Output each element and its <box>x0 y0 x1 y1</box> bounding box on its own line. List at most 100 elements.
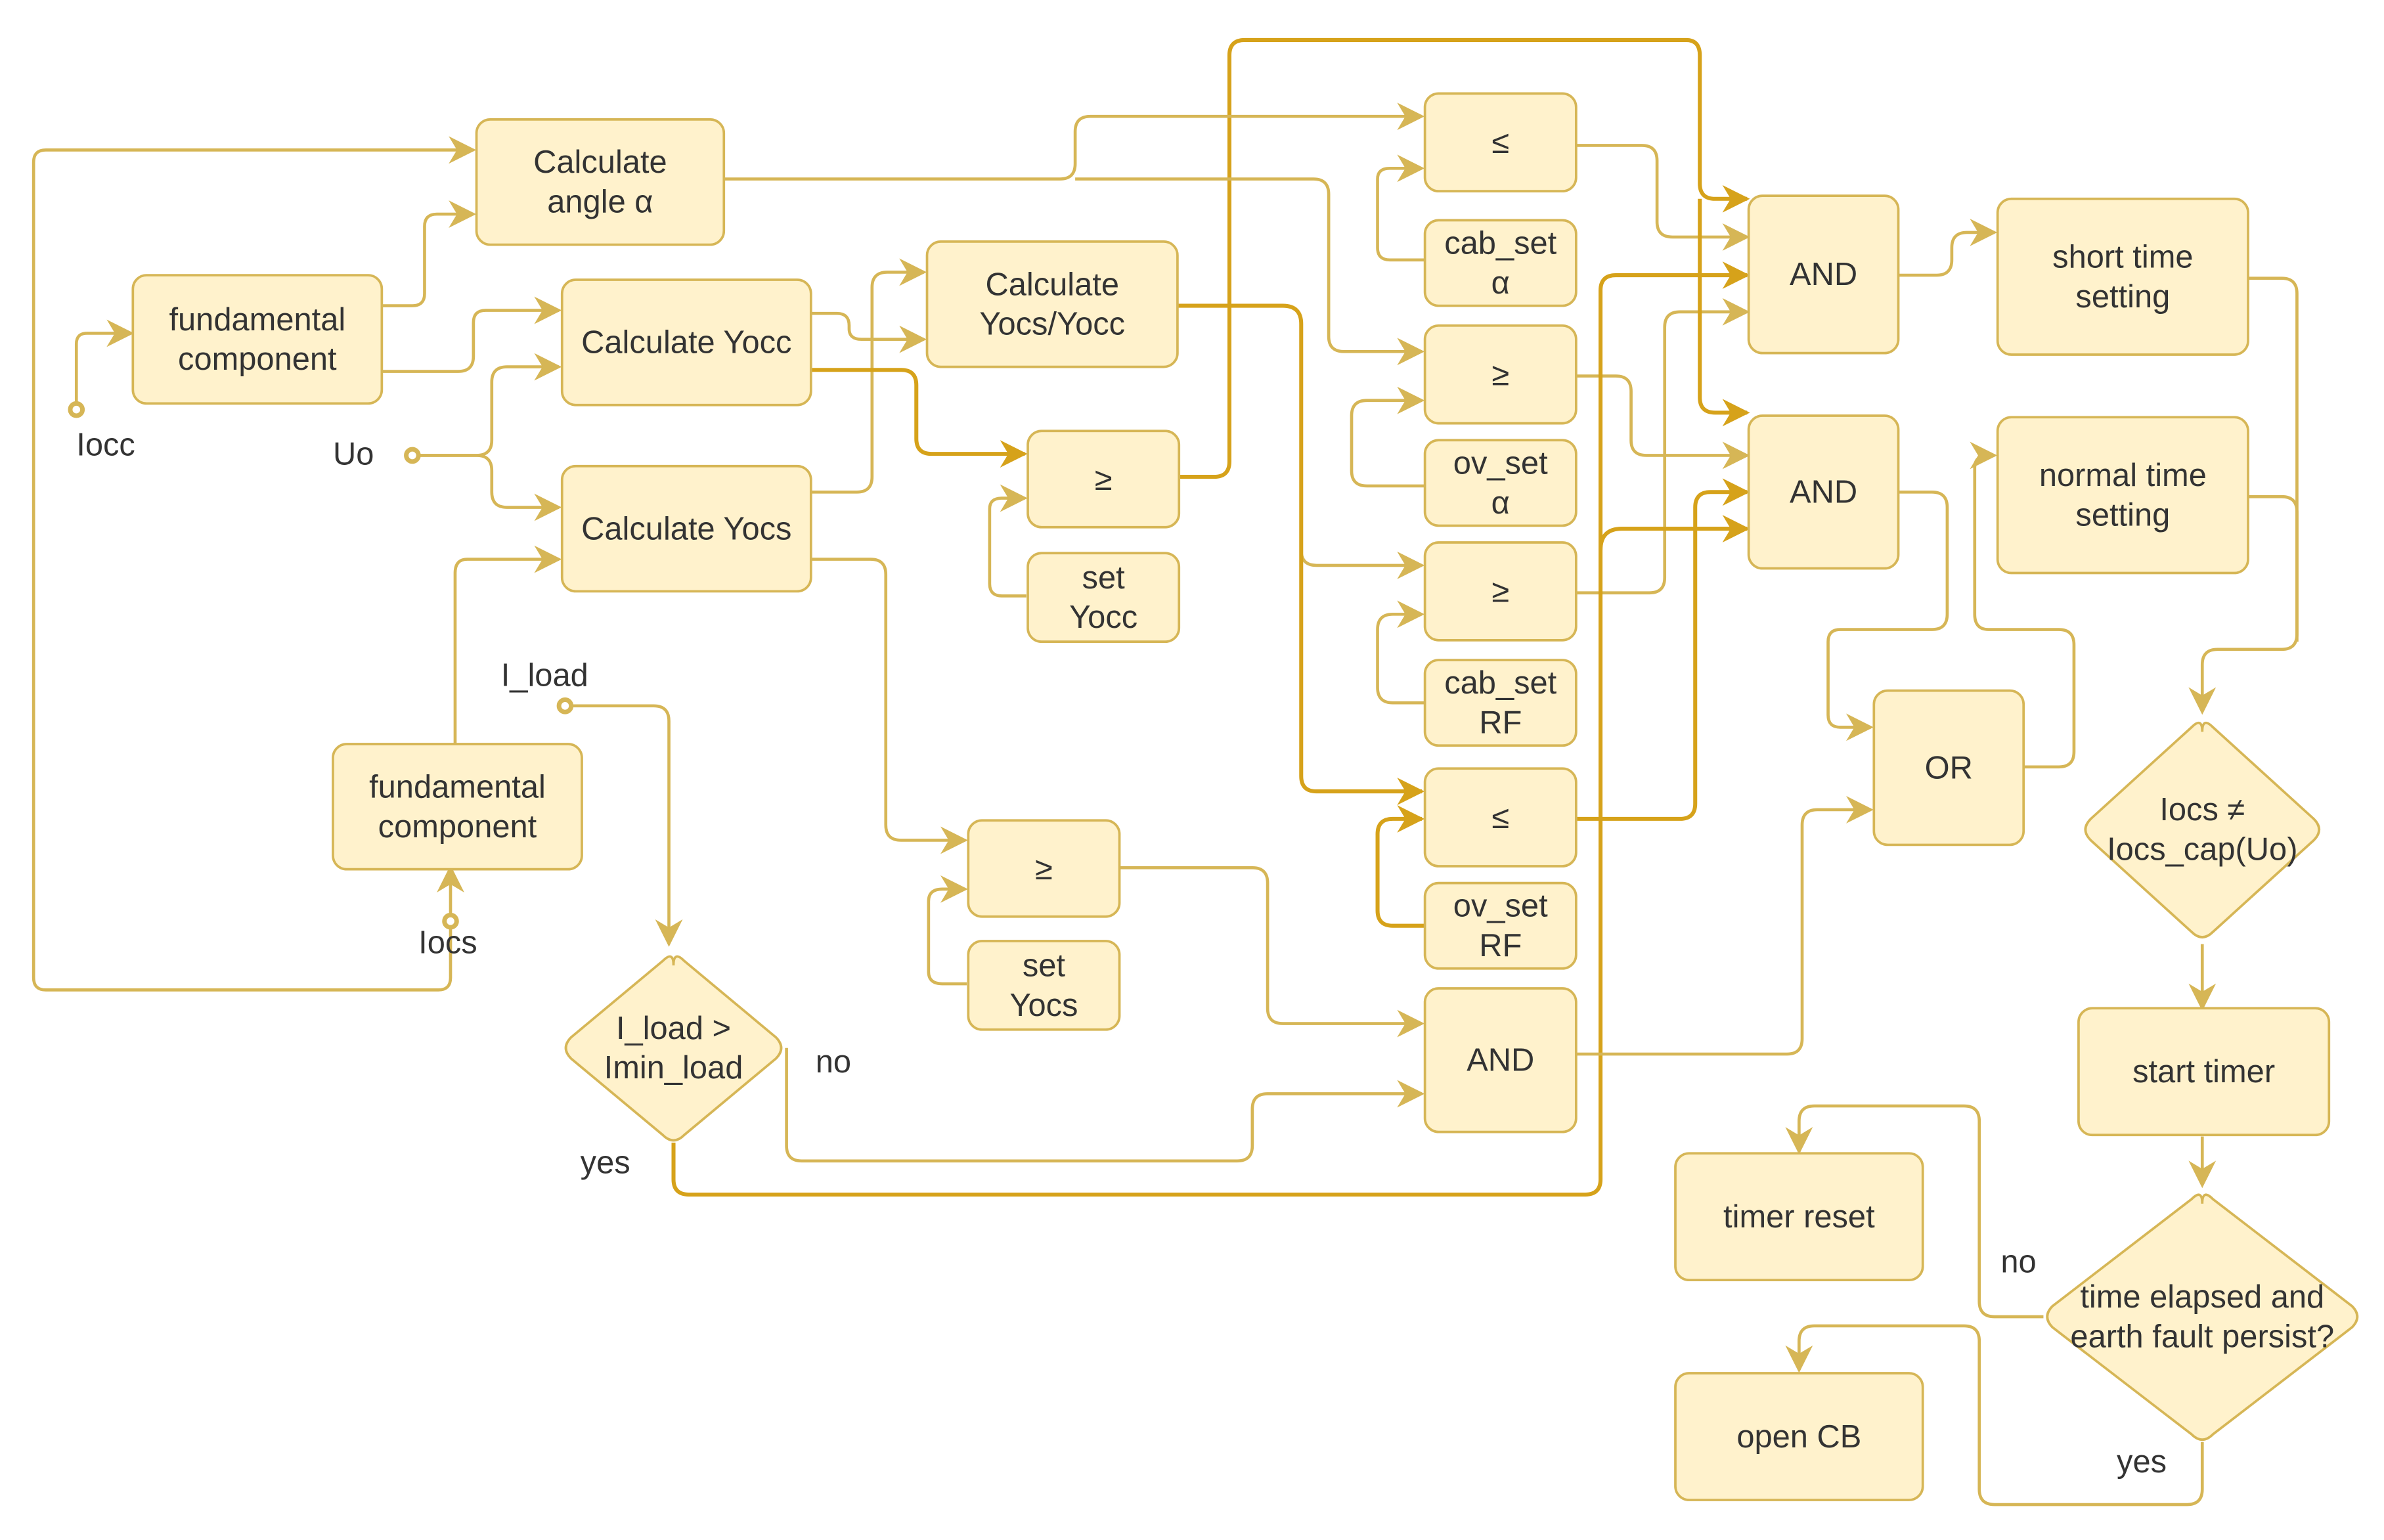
node-label: ≤ <box>1491 800 1509 835</box>
node-label: open CB <box>1736 1419 1861 1455</box>
node-ge-1: ≥ <box>1423 324 1578 425</box>
node-shape <box>1423 881 1578 970</box>
label-iocc: Iocc <box>76 427 135 462</box>
node-label: start timer <box>2132 1054 2275 1089</box>
node-shape <box>564 955 783 1142</box>
i-load-port <box>556 697 574 715</box>
node-label: Yocs/Yocc <box>979 307 1125 342</box>
node-normal-time: normal time setting <box>1996 416 2249 575</box>
node-label: short time <box>2052 239 2193 275</box>
iocs-port <box>442 912 459 930</box>
node-label: time elapsed and <box>2080 1279 2324 1315</box>
node-label: cab_set <box>1444 226 1556 261</box>
node-label: AND <box>1790 475 1857 510</box>
node-cab-set-a: cab_set α <box>1423 219 1578 307</box>
node-label: ≥ <box>1095 462 1113 497</box>
node-dec-iload: I_load > Imin_load <box>564 955 783 1142</box>
node-shape <box>1423 767 1578 868</box>
node-le-2: ≤ <box>1423 767 1578 868</box>
node-shape <box>1996 416 2249 575</box>
node-shape <box>560 278 812 407</box>
node-shape <box>1423 324 1578 425</box>
label-yes-iload: yes <box>581 1145 630 1180</box>
node-label: set <box>1082 560 1126 596</box>
node-ge-2: ≥ <box>1423 541 1578 642</box>
node-label: Yocc <box>1069 600 1137 635</box>
node-shape <box>1026 552 1181 644</box>
node-label: ≥ <box>1491 357 1509 392</box>
node-label: angle α <box>547 185 653 220</box>
node-shape <box>332 743 583 871</box>
node-shape <box>1423 92 1578 193</box>
node-and-bottom: AND <box>1423 987 1578 1133</box>
node-label: earth fault persist? <box>2070 1319 2334 1355</box>
node-and-top: AND <box>1747 194 1900 355</box>
node-dec-time: time elapsed and earth fault persist? <box>2046 1193 2359 1441</box>
node-label: ov_set <box>1453 445 1548 481</box>
node-label: RF <box>1479 928 1522 963</box>
node-label: Iocs ≠ <box>2159 792 2245 827</box>
node-shape <box>1996 197 2249 356</box>
node-and-mid: AND <box>1747 414 1900 570</box>
node-label: α <box>1491 265 1510 301</box>
node-shape <box>2084 721 2321 938</box>
node-label: cab_set <box>1444 665 1556 701</box>
node-shape <box>967 819 1121 918</box>
node-label: fundamental <box>369 769 546 804</box>
label-uo: Uo <box>333 436 374 472</box>
node-shape <box>2046 1193 2359 1441</box>
node-shape <box>925 240 1179 368</box>
node-label: ov_set <box>1453 889 1548 924</box>
label-yes-time: yes <box>2117 1444 2167 1480</box>
node-label: Imin_load <box>604 1050 743 1086</box>
uo-port <box>404 447 421 464</box>
node-label: component <box>378 809 537 845</box>
node-shape <box>2077 1007 2331 1137</box>
node-label: ≤ <box>1491 125 1509 160</box>
node-label: setting <box>2075 497 2170 533</box>
node-shape <box>1423 219 1578 307</box>
iocc-port <box>68 401 85 418</box>
label-i-load: I_load <box>501 658 588 693</box>
node-label: I_load > <box>616 1011 731 1046</box>
node-or-gate: OR <box>1872 689 2025 847</box>
node-label: Calculate Yocs <box>581 511 791 546</box>
node-fund-bottom: fundamental component <box>332 743 583 871</box>
node-shape <box>967 940 1121 1031</box>
node-calc-yocc: Calculate Yocc <box>560 278 812 407</box>
node-label: AND <box>1467 1043 1534 1078</box>
node-label: ≥ <box>1035 851 1053 887</box>
node-start-timer: start timer <box>2077 1007 2331 1137</box>
node-shape <box>1423 439 1578 527</box>
node-label: timer reset <box>1723 1199 1875 1235</box>
node-label: normal time <box>2039 458 2207 493</box>
node-shape <box>1423 987 1578 1133</box>
node-dec-iocs: Iocs ≠ Iocs_cap(Uo) <box>2084 721 2321 938</box>
node-label: Yocs <box>1009 988 1078 1023</box>
node-shape <box>131 274 384 405</box>
node-label: α <box>1491 485 1510 521</box>
node-label: Calculate <box>533 144 667 180</box>
node-shape <box>1747 194 1900 355</box>
node-ge-yocs: ≥ <box>967 819 1121 918</box>
node-shape <box>1423 541 1578 642</box>
node-label: Calculate Yocc <box>581 325 791 361</box>
node-shape <box>1674 1372 1924 1501</box>
node-label: component <box>178 341 337 377</box>
node-ov-set-a: ov_set α <box>1423 439 1578 527</box>
node-label: RF <box>1479 705 1522 741</box>
node-shape <box>1423 659 1578 747</box>
node-open-cb: open CB <box>1674 1372 1924 1501</box>
node-shape <box>560 464 812 593</box>
node-label: Calculate <box>985 267 1119 302</box>
node-label: Iocs_cap(Uo) <box>2107 832 2297 868</box>
node-timer-reset: timer reset <box>1674 1152 1924 1282</box>
node-label: OR <box>1925 750 1973 785</box>
